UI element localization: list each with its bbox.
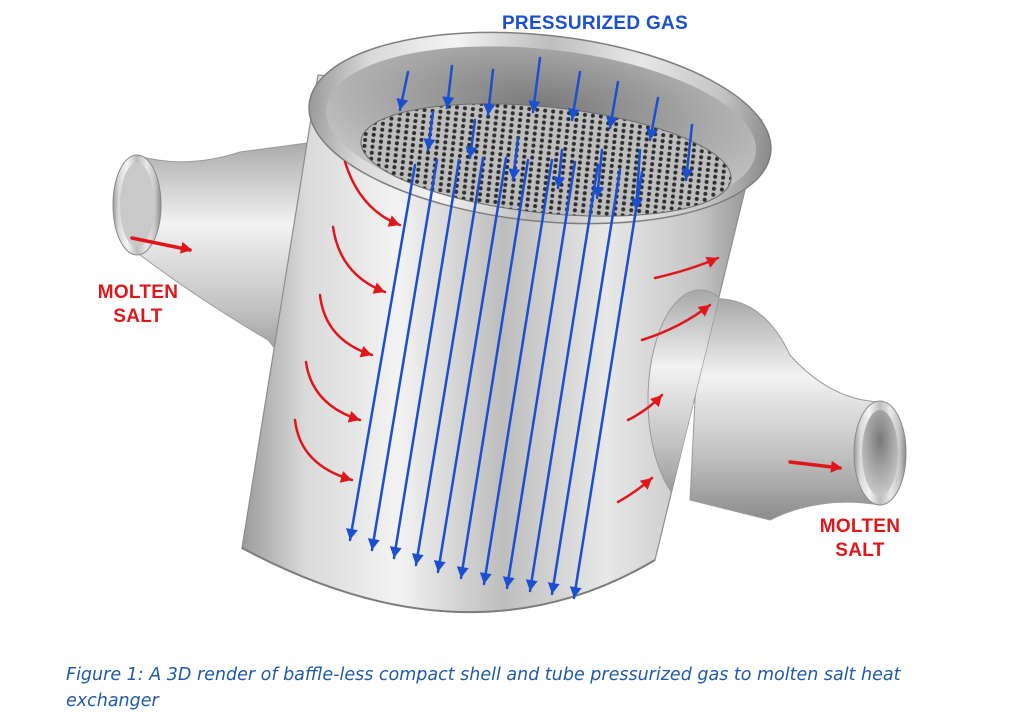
gas-tube-arrow [370,158,439,552]
salt-flow-arrows [130,160,842,504]
salt-shell-exit-arrowhead [705,256,718,268]
salt-shell-exit-arrowhead [697,305,710,317]
gas-tube-arrow [528,163,600,593]
salt-shell-exit-arrowhead [639,478,652,490]
gas-tube-arrow [392,158,461,560]
gas-tube-arrowhead [502,576,515,588]
gas-tube-arrowhead [456,566,469,578]
gas-inlet-arrowhead [483,103,496,115]
salt-shell-flow-arrowhead [339,471,352,483]
heat-exchanger-render [112,31,907,614]
figure-caption: Figure 1: A 3D render of baffle-less com… [66,665,901,711]
gas-inlet-arrowhead [423,138,436,150]
gas-tube-arrowhead [525,579,538,591]
outlet-nozzle [689,298,907,521]
gas-inlet-arrowhead [646,128,658,140]
gas-inlet-arrowhead [508,168,521,180]
gas-inlet-arrowhead [442,96,455,108]
gas-tube-arrowhead [433,560,446,572]
salt-inlet-arrowhead [180,241,192,254]
salt-shell-flow-arrowhead [387,215,400,227]
gas-tube-arrowhead [569,586,582,598]
gas-tube-arrowhead [411,553,424,565]
gas-inlet-arrowhead [465,146,478,158]
pressurized-gas-label: PRESSURIZED GAS [501,13,689,34]
gas-tube-arrowhead [367,538,380,550]
gas-tube-arrow [348,163,417,542]
gas-tube-arrow [482,158,554,586]
gas-tube-arrowhead [547,582,560,594]
gas-inlet-arrowhead [396,97,409,110]
gas-inlet-arrowhead [630,198,643,210]
gas-inlet-arrowhead [528,100,541,112]
gas-tube-arrow [572,170,644,600]
gas-tube-arrowhead [389,546,402,558]
gas-tube-arrow [436,156,508,574]
gas-tube-arrow [414,156,485,567]
salt-shell-exit-arrowhead [650,395,662,408]
salt-shell-flow-arrowhead [347,410,360,423]
gas-inlet-arrowhead [592,186,605,198]
salt-inlet-arrow [130,236,192,252]
gas-flow-arrows [345,56,694,600]
gas-tube-arrowhead [345,528,358,540]
gas-inlet-arrowhead [681,168,694,180]
gas-tube-arrow [505,160,577,590]
salt-shell-flow-arrowhead [372,282,385,294]
gas-inlet-arrowhead [553,176,566,188]
gas-inlet-arrowhead [605,116,618,128]
gas-tube-arrow [459,158,530,580]
gas-inlet-arrowhead [567,108,580,120]
salt-shell-flow-arrowhead [359,345,372,358]
gas-tube-arrow [550,168,622,596]
salt-outlet-arrowhead [830,460,842,473]
gas-tube-arrowhead [479,572,492,584]
